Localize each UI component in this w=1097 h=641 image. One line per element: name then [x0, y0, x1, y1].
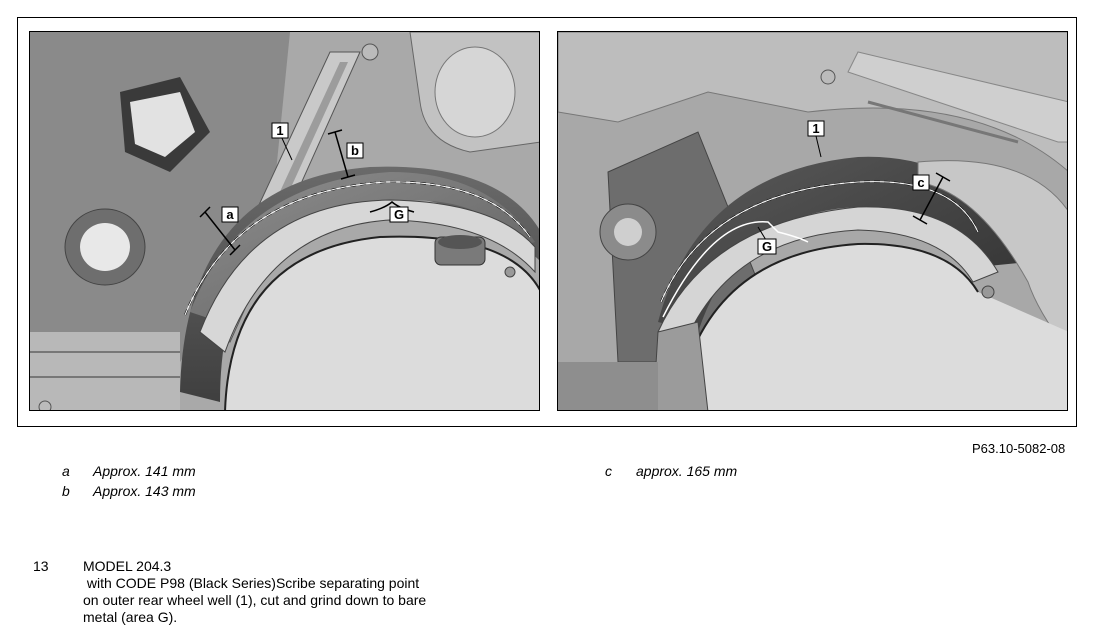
legend-left: a Approx. 141 mm b Approx. 143 mm [62, 463, 196, 499]
callout-a: a [221, 206, 239, 223]
legend-right: c approx. 165 mm [605, 463, 738, 479]
figure-id: P63.10-5082-08 [972, 441, 1066, 456]
step-line: with CODE P98 (Black Series)Scribe separ… [83, 575, 420, 591]
figure-frame: 1 a b G [17, 17, 1077, 427]
svg-text:a: a [226, 207, 234, 222]
dimension-b-line [334, 131, 349, 178]
step-number: 13 [33, 558, 49, 574]
step-line: MODEL 204.3 [83, 558, 172, 574]
callout-g-left: G [389, 206, 409, 223]
dimension-a-line [204, 211, 236, 251]
callout-g-right: G [757, 238, 777, 255]
step-line: metal (area G). [83, 609, 178, 625]
svg-text:c: c [917, 175, 924, 190]
dimension-c-line [919, 176, 944, 221]
svg-text:b: b [351, 143, 359, 158]
step-text: MODEL 204.3 with CODE P98 (Black Series)… [83, 558, 503, 626]
callout-1-left: 1 [271, 122, 289, 139]
step-line: on outer rear wheel well (1), cut and gr… [83, 592, 427, 608]
callout-c: c [912, 174, 930, 191]
right-illustration: 1 c G [558, 32, 1067, 410]
figure-left-panel: 1 a b G [29, 31, 540, 411]
left-illustration: 1 a b G [30, 32, 539, 410]
svg-text:1: 1 [276, 123, 283, 138]
svg-text:1: 1 [812, 121, 819, 136]
svg-text:G: G [762, 239, 772, 254]
callout-1-right: 1 [807, 120, 825, 137]
svg-text:G: G [394, 207, 404, 222]
figure-right-panel: 1 c G [557, 31, 1068, 411]
callout-b: b [346, 142, 364, 159]
